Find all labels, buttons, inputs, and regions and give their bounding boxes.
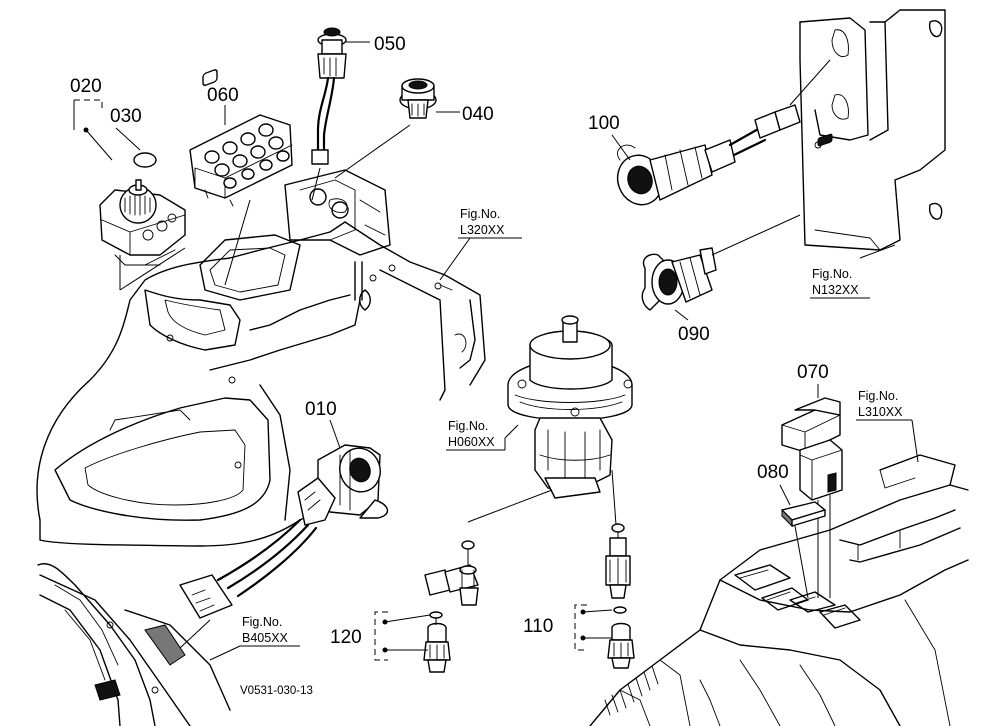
label-080: 080 [757,462,789,483]
part-070-rocker-switch [781,133,843,598]
fig-ref-b405-line1: Fig.No. [242,615,282,629]
fig-ref-l320-line1: Fig.No. [460,207,500,221]
console-panel [36,169,486,547]
part-080-plate [779,484,826,599]
part-010-harness [179,419,389,649]
part-020-030-switch [99,152,186,291]
label-090: 090 [678,324,710,345]
part-050-connector [311,27,370,201]
label-110: 110 [523,616,553,637]
fig-ref-h060-line1: Fig.No. [448,419,488,433]
label-120: 120 [330,627,362,648]
fig-ref-n132-line2: N132XX [812,283,859,297]
label-020: 020 [70,76,102,97]
label-070: 070 [797,362,829,383]
fig-ref-h060: Fig.No. H060XX [446,419,506,451]
part-100-socket [611,59,831,206]
part-120-fittings [374,540,479,673]
label-030: 030 [110,106,142,127]
drawing-code: V0531-030-13 [240,685,313,697]
fig-ref-l320: Fig.No. L320XX [439,207,522,281]
label-100: 100 [588,113,620,134]
side-panel-n132 [799,9,946,259]
fig-ref-n132: Fig.No. N132XX [810,267,870,299]
part-060-switch-panel [189,69,293,286]
fig-ref-l310-line1: Fig.No. [858,389,898,403]
label-050: 050 [374,34,406,55]
part-090-power-outlet [641,214,801,321]
fig-ref-h060-line2: H060XX [448,435,495,449]
fig-ref-l310: Fig.No. L310XX [856,389,919,463]
part-h060-joystick-valve [467,315,633,526]
fig-ref-l320-line2: L320XX [460,223,505,237]
console-l310 [589,454,969,726]
label-010: 010 [305,399,337,420]
fig-ref-b405: Fig.No. B405XX [209,615,300,661]
fig-ref-b405-line2: B405XX [242,631,289,645]
label-060: 060 [207,85,239,106]
part-labels: 020 030 050 040 060 100 090 010 070 080 … [70,34,829,648]
fig-ref-l310-line2: L310XX [858,405,903,419]
part-040-button [334,78,460,179]
fig-ref-n132-line1: Fig.No. [812,267,852,281]
bracket-020 [73,99,141,161]
label-040: 040 [462,104,494,125]
lever-housing-b405 [37,563,231,726]
part-110-fittings [574,523,635,669]
